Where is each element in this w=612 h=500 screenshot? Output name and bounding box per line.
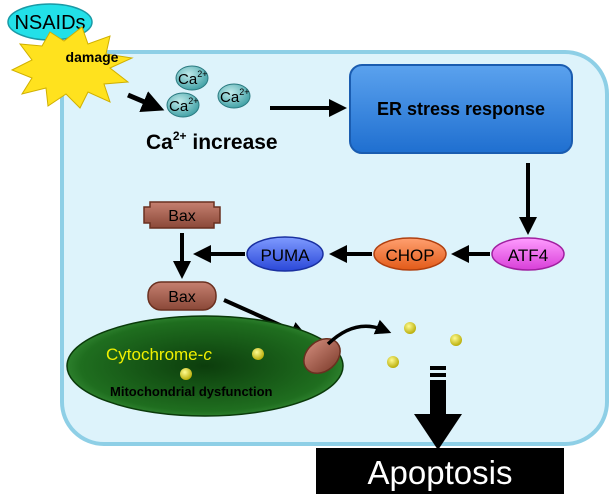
arrow-cytochrome-release	[326, 319, 392, 346]
calcium-ion-1-charge: 2+	[197, 69, 207, 79]
atf4-label: ATF4	[508, 246, 548, 265]
svg-text:Ca2+: Ca2+	[220, 87, 249, 106]
cytochrome-c-label: Cytochrome-c	[106, 345, 212, 364]
arrow-to-apoptosis	[414, 366, 462, 450]
calcium-ion-2: Ca2+	[217, 83, 251, 109]
calcium-ion-1-symbol: Ca	[178, 71, 198, 88]
puma-node	[246, 236, 324, 272]
bax-active-node	[147, 281, 217, 311]
apoptosis-label: Apoptosis	[368, 454, 513, 491]
cytochrome-c-released-2	[450, 334, 462, 346]
svg-text:Ca2+: Ca2+	[169, 96, 198, 115]
chop-label: CHOP	[385, 246, 434, 265]
cytochrome-c-released-3	[387, 356, 399, 368]
calcium-increase-suffix: increase	[187, 131, 278, 154]
cytochrome-c-prefix: Cytochrome-	[106, 345, 203, 364]
nsaids-label: NSAIDs	[14, 12, 85, 34]
bax-active-label: Bax	[168, 289, 196, 306]
cytochrome-c-released-1	[404, 322, 416, 334]
calcium-ion-3-symbol: Ca	[169, 98, 189, 115]
atf4-node	[491, 237, 565, 271]
damage-label: damage	[66, 49, 119, 65]
cytochrome-c-dot-inside-2	[180, 368, 192, 380]
svg-text:Ca2+: Ca2+	[178, 69, 207, 88]
calcium-increase-label: Ca2+ increase	[146, 129, 278, 154]
bax-inactive-node	[143, 201, 221, 229]
calcium-ion-2-charge: 2+	[239, 87, 249, 97]
calcium-increase-prefix: Ca	[146, 131, 173, 154]
cytochrome-c-italic: c	[203, 345, 212, 364]
calcium-ion-3-charge: 2+	[188, 96, 198, 106]
cytochrome-c-dot-inside-1	[252, 348, 264, 360]
er-stress-label: ER stress response	[377, 99, 545, 119]
mitochondrial-dysfunction-label: Mitochondrial dysfunction	[110, 384, 273, 399]
apoptosis-box	[316, 448, 564, 494]
calcium-ion-1: Ca2+	[175, 65, 209, 91]
er-stress-box	[349, 64, 573, 154]
mitochondrion	[66, 315, 344, 417]
calcium-ion-3: Ca2+	[166, 92, 200, 118]
calcium-increase-charge: 2+	[173, 129, 187, 143]
puma-label: PUMA	[260, 246, 310, 265]
arrow-damage-to-calcium	[127, 91, 165, 112]
damage-starburst	[10, 26, 134, 109]
calcium-ion-2-symbol: Ca	[220, 89, 240, 106]
chop-node	[373, 237, 447, 271]
bax-pore	[303, 338, 341, 374]
bax-inactive-label: Bax	[168, 208, 196, 225]
